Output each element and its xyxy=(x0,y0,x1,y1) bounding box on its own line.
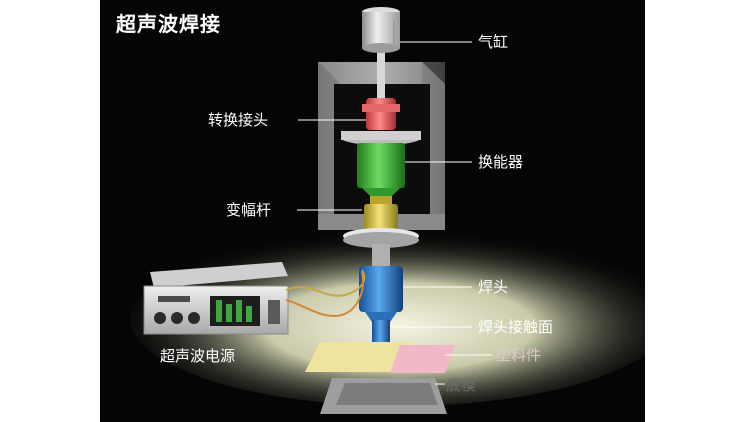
machine-illustration xyxy=(130,7,645,414)
diagram-title: 超声波焊接 xyxy=(116,12,221,36)
label-generator: 超声波电源 xyxy=(160,347,236,365)
label-adapter: 转换接头 xyxy=(208,111,269,129)
label-horn-contact: 焊头接触面 xyxy=(478,318,554,336)
booster-part xyxy=(364,196,398,230)
label-cylinder: 气缸 xyxy=(478,33,509,51)
transducer-part xyxy=(357,143,405,198)
cylinder-icon xyxy=(362,7,400,53)
label-plastic-part: 塑料件 xyxy=(496,346,542,364)
label-base-mold: 底模 xyxy=(446,376,477,394)
adapter-part xyxy=(362,98,400,130)
label-transducer: 换能器 xyxy=(478,153,524,171)
label-booster: 变幅杆 xyxy=(226,201,272,219)
diagram-canvas: 超声波焊接 气缸 转换接头 换能器 变幅杆 焊头 焊头接触面 塑料件 底模 超声… xyxy=(100,0,645,422)
base-mold xyxy=(320,378,447,414)
generator-icon xyxy=(143,262,289,335)
label-horn: 焊头 xyxy=(478,278,509,296)
